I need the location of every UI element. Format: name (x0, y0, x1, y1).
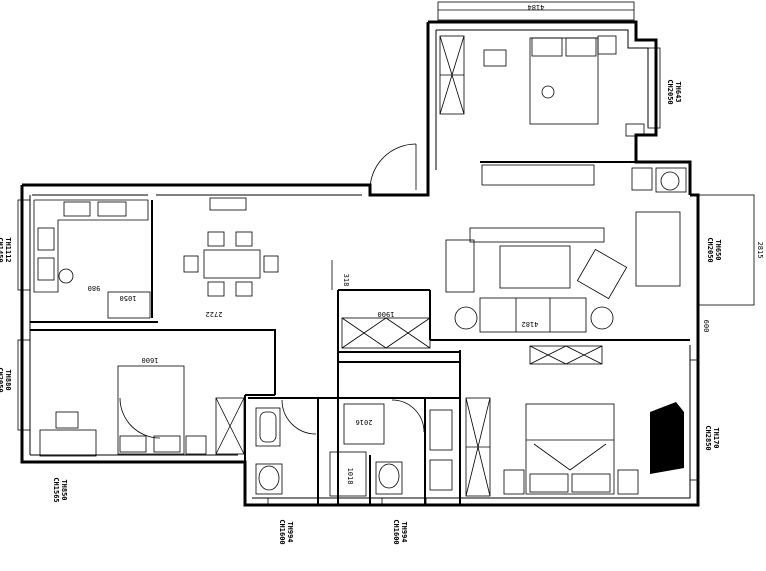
window-tag-kitchen: TH1112CH1450 (0, 237, 12, 262)
window-tag-master: TH170CH2850 (704, 425, 720, 450)
windows (17, 1, 755, 506)
dim-980: 980 (88, 284, 101, 292)
inner-wall-lines (29, 29, 691, 499)
window-tag-bath1: TH994CH1600 (278, 519, 294, 544)
chaise-lounge (650, 402, 684, 474)
doors (119, 143, 425, 439)
kitchen (33, 199, 151, 319)
dim-1050: 1050 (120, 294, 137, 302)
interior-walls (30, 161, 690, 505)
window-tag-bed2: TH643CH2050 (666, 79, 682, 104)
dim-318: 318 (342, 274, 350, 287)
dim-living-width: 4182 (522, 320, 539, 328)
master-bedroom (503, 403, 639, 495)
window-tag-bath2: TH994CH1600 (392, 519, 408, 544)
dim-dining-length: 2722 (206, 310, 223, 318)
bedroom-top (439, 35, 645, 186)
labels: 4184 2815 2722 4182 1600 1050 1900 2016 … (0, 3, 764, 545)
bathrooms (255, 403, 453, 497)
dim-600: 600 (702, 320, 710, 333)
living-room (445, 167, 687, 333)
window-tag-left: TH880CH2050 (0, 367, 12, 392)
dim-right-depth: 2815 (756, 242, 764, 259)
window-tag-living: TH650CH2050 (706, 237, 722, 262)
closets (341, 317, 603, 497)
dim-1018: 1018 (346, 468, 354, 485)
dim-1900: 1900 (378, 310, 395, 318)
outer-walls (20, 20, 700, 507)
dim-1600: 1600 (142, 356, 159, 364)
bedroom-left (39, 365, 245, 457)
dim-2016: 2016 (356, 418, 373, 426)
window-tag-bed3: TH850CH1565 (52, 477, 68, 502)
dining (183, 197, 279, 297)
dim-top-width: 4184 (528, 3, 545, 11)
